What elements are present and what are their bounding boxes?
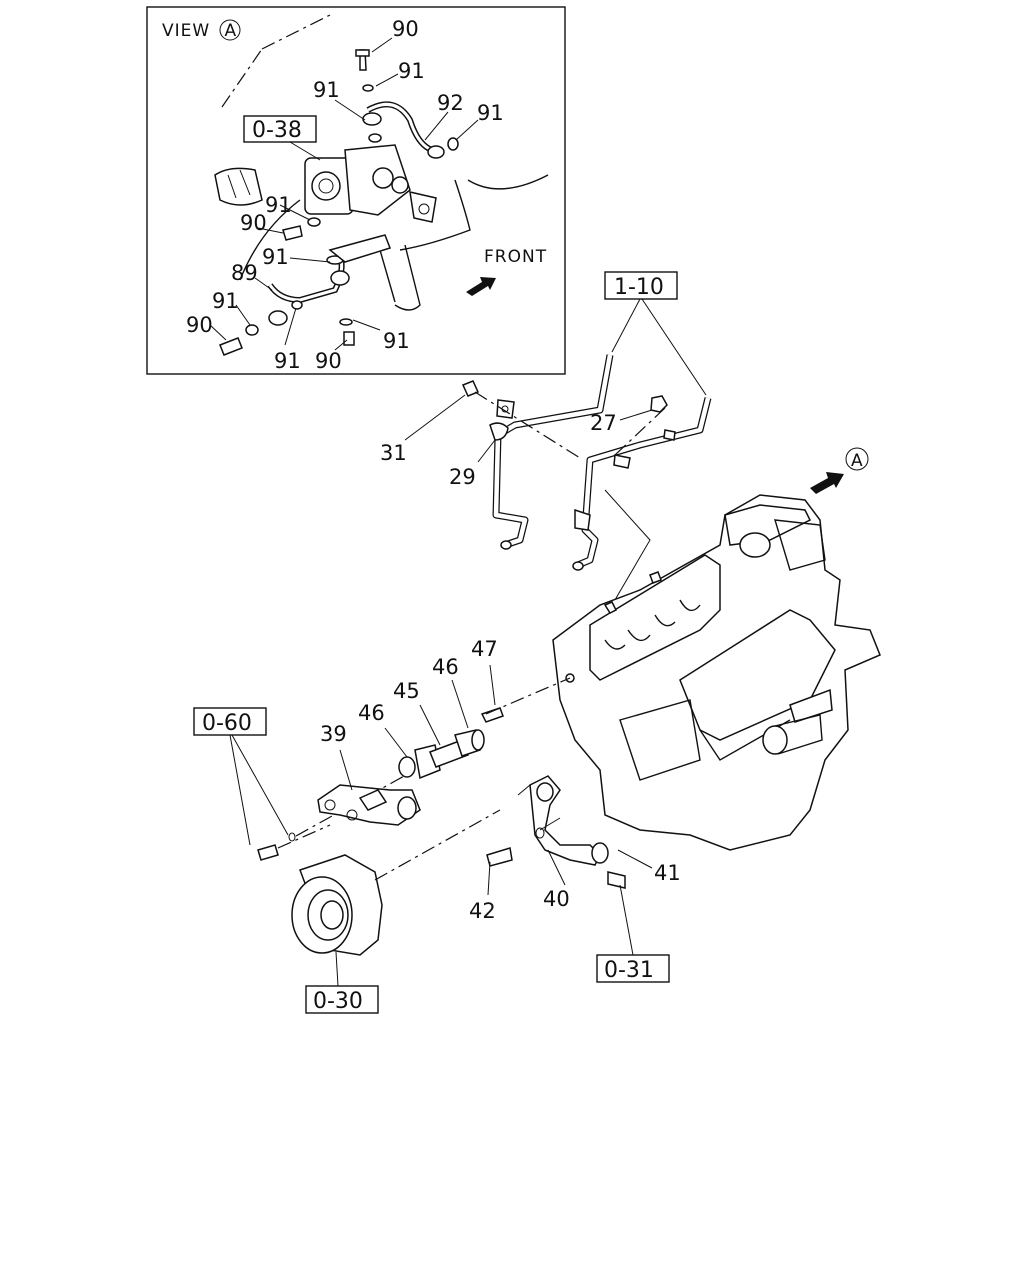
callout-91: 91 — [398, 59, 425, 83]
ref-box-0-30[interactable] — [305, 985, 379, 1014]
view-a-marker: A — [810, 447, 869, 494]
callout-90: 90 — [315, 349, 342, 373]
callout-92: 92 — [437, 91, 464, 115]
view-marker-main: A — [851, 451, 864, 471]
view-marker: A — [225, 21, 238, 41]
callout-90: 90 — [240, 211, 267, 235]
callout-89: 89 — [231, 261, 258, 285]
callout-91: 91 — [212, 289, 239, 313]
callout-27: 27 — [590, 411, 617, 435]
callout-90: 90 — [392, 17, 419, 41]
engine-block — [552, 494, 881, 851]
callout-29: 29 — [449, 465, 476, 489]
callout-40: 40 — [543, 887, 570, 911]
view-a-inset: VIEW A — [146, 6, 566, 375]
callout-90: 90 — [186, 313, 213, 337]
callout-46: 46 — [432, 655, 459, 679]
callout-91: 91 — [383, 329, 410, 353]
ref-box-0-38[interactable] — [243, 115, 317, 143]
view-label: VIEW — [162, 21, 210, 41]
callout-47: 47 — [471, 637, 498, 661]
ref-label-1-10: 1-10 — [614, 275, 664, 300]
ref-box-0-31[interactable] — [596, 954, 670, 983]
view-marker-circle-icon — [219, 19, 241, 41]
ref-label-0-31: 0-31 — [604, 958, 654, 983]
callout-91: 91 — [313, 78, 340, 102]
view-direction-arrow-icon — [810, 472, 844, 494]
callout-42: 42 — [469, 899, 496, 923]
callout-46: 46 — [358, 701, 385, 725]
pipe-assembly: 1-10 27 31 29 — [380, 271, 712, 606]
callout-45: 45 — [393, 679, 420, 703]
callout-91: 91 — [262, 245, 289, 269]
ref-label-0-60: 0-60 — [202, 711, 252, 736]
ref-box-0-60[interactable] — [193, 707, 267, 736]
callout-31: 31 — [380, 441, 407, 465]
front-arrow-icon — [466, 277, 496, 296]
ref-box-1-10[interactable] — [604, 271, 678, 300]
pump-assembly: 0-60 0-30 0 — [193, 637, 681, 1014]
callout-91: 91 — [274, 349, 301, 373]
inset-engine-outline — [221, 13, 333, 108]
callout-39: 39 — [320, 722, 347, 746]
ref-label-0-30: 0-30 — [313, 989, 363, 1014]
ref-label-0-38: 0-38 — [252, 118, 302, 143]
callout-41: 41 — [654, 861, 681, 885]
callout-91: 91 — [477, 101, 504, 125]
front-label: FRONT — [484, 247, 547, 267]
callout-91: 91 — [265, 193, 292, 217]
view-marker-circle-icon — [845, 447, 869, 471]
